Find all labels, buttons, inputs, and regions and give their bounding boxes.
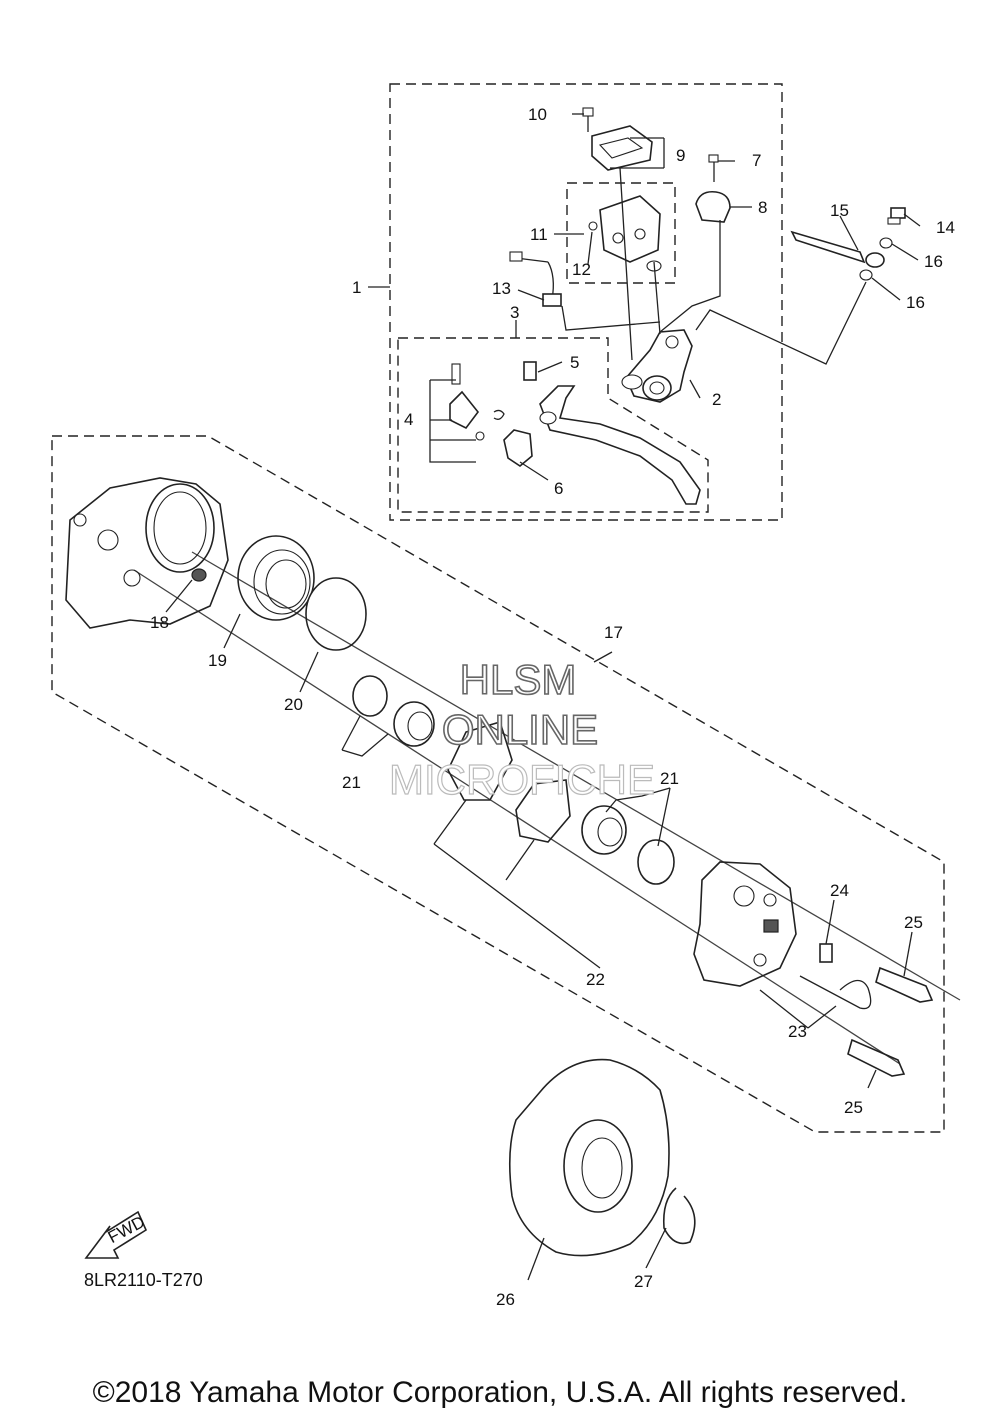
assembly-box-master-cylinder	[389, 83, 783, 521]
master-cylinder-part	[621, 329, 693, 403]
callout-4: 4	[404, 410, 413, 429]
callout-16b: 16	[906, 293, 925, 312]
pad-pin-part	[799, 975, 872, 1010]
callout-13: 13	[492, 279, 511, 298]
callout-3: 3	[510, 303, 519, 322]
callout-2: 2	[712, 390, 721, 409]
callout-20: 20	[284, 695, 303, 714]
diagram-code: 8LR2110-T270	[84, 1270, 203, 1290]
piston-part	[393, 701, 435, 747]
callout-9: 9	[676, 146, 685, 165]
callout-21b: 21	[660, 769, 679, 788]
callout-25b: 25	[844, 1098, 863, 1117]
callout-26: 26	[496, 1290, 515, 1309]
pin-part	[451, 363, 461, 385]
watermark-line2: ONLINE	[442, 706, 598, 753]
callout-22: 22	[586, 970, 605, 989]
watermark-line3: MICROFICHE	[389, 756, 655, 803]
screw-part	[708, 154, 719, 182]
union-bolt-part	[887, 207, 906, 225]
watermark-line1: HLSM	[460, 656, 577, 703]
caliper-body-part	[693, 861, 797, 987]
callout-14: 14	[936, 218, 955, 237]
caliper-bolt-part	[847, 966, 934, 1077]
callout-16a: 16	[924, 252, 943, 271]
fwd-arrow-icon: FWD	[84, 1210, 148, 1259]
callout-27: 27	[634, 1272, 653, 1291]
callout-5: 5	[570, 353, 579, 372]
piston-seal-part	[352, 675, 388, 717]
callout-21a: 21	[342, 773, 361, 792]
callout-18: 18	[150, 613, 169, 632]
gasket-part	[859, 237, 893, 281]
bolt-part	[523, 361, 537, 381]
piston-seal-part	[637, 839, 675, 885]
bearing-part	[237, 535, 315, 621]
caliper-bracket-part	[65, 477, 229, 629]
adjuster-part	[449, 390, 505, 441]
callout-19: 19	[208, 651, 227, 670]
callout-1: 1	[352, 278, 361, 297]
screw-part	[588, 221, 598, 231]
brake-disc-part	[508, 1058, 670, 1257]
callout-8: 8	[758, 198, 767, 217]
bushing-part	[191, 568, 207, 582]
copyright-notice: ©2018 Yamaha Motor Corporation, U.S.A. A…	[92, 1376, 908, 1409]
watermark: HLSM ONLINE MICROFICHE	[388, 655, 655, 803]
bleed-screw-part	[819, 943, 833, 963]
piston-part	[581, 805, 627, 855]
assembly-box-lever	[397, 337, 709, 513]
callout-24: 24	[830, 881, 849, 900]
callout-11: 11	[530, 225, 548, 244]
snap-ring-part	[305, 577, 367, 651]
circlip-part	[662, 1187, 696, 1245]
brake-switch-part	[509, 251, 562, 307]
callout-25a: 25	[904, 913, 923, 932]
callout-labels: 1 2 3 4 5 6 7 8 9 10 11 12 13 14 15 16 1…	[150, 105, 955, 1309]
callout-17: 17	[604, 623, 623, 642]
bolt-part	[582, 107, 594, 132]
callout-23: 23	[788, 1022, 807, 1041]
brake-pad-part	[447, 721, 571, 843]
leader-lines	[133, 113, 961, 1281]
callout-6: 6	[554, 479, 563, 498]
lever-part	[539, 385, 701, 505]
callout-10: 10	[528, 105, 547, 124]
brake-hose-part	[790, 230, 885, 268]
reservoir-body-part	[599, 195, 661, 263]
callout-15: 15	[830, 201, 849, 220]
callout-7: 7	[752, 151, 761, 170]
reservoir-cap-part	[591, 125, 653, 171]
holder-part	[695, 190, 731, 223]
callout-12: 12	[572, 260, 591, 279]
cover-part	[503, 429, 533, 467]
